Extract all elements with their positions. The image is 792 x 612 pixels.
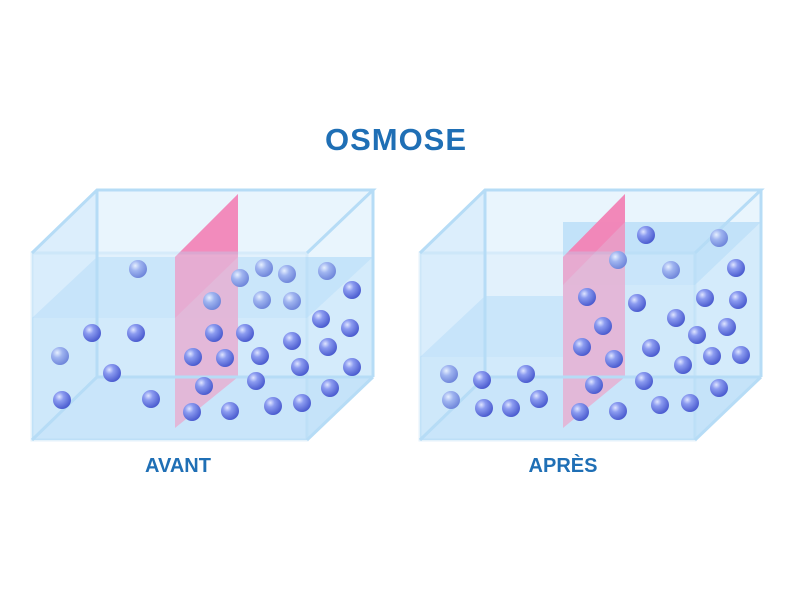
solute-molecule-icon xyxy=(573,338,591,356)
solute-molecule-icon xyxy=(473,371,491,389)
solute-molecule-icon xyxy=(674,356,692,374)
solute-molecule-icon xyxy=(440,365,458,383)
solute-molecule-icon xyxy=(502,399,520,417)
solute-molecule-icon xyxy=(129,260,147,278)
solute-molecule-icon xyxy=(609,251,627,269)
solute-molecule-icon xyxy=(517,365,535,383)
solute-molecule-icon xyxy=(571,403,589,421)
solute-molecule-icon xyxy=(283,292,301,310)
solute-molecule-icon xyxy=(264,397,282,415)
solute-molecule-icon xyxy=(651,396,669,414)
solute-molecule-icon xyxy=(642,339,660,357)
solute-molecule-icon xyxy=(319,338,337,356)
solute-molecule-icon xyxy=(585,376,603,394)
solute-molecule-icon xyxy=(291,358,309,376)
solute-molecule-icon xyxy=(251,347,269,365)
solute-molecule-icon xyxy=(696,289,714,307)
solute-molecule-icon xyxy=(578,288,596,306)
solute-molecule-icon xyxy=(278,265,296,283)
solute-molecule-icon xyxy=(247,372,265,390)
label-before: AVANT xyxy=(145,455,211,477)
solute-molecule-icon xyxy=(103,364,121,382)
solute-molecule-icon xyxy=(318,262,336,280)
solute-molecule-icon xyxy=(635,372,653,390)
solute-molecule-icon xyxy=(594,317,612,335)
solute-molecule-icon xyxy=(195,377,213,395)
solute-molecule-icon xyxy=(142,390,160,408)
solute-molecule-icon xyxy=(688,326,706,344)
solute-molecule-icon xyxy=(341,319,359,337)
solute-molecule-icon xyxy=(283,332,301,350)
solute-molecule-icon xyxy=(53,391,71,409)
solute-molecule-icon xyxy=(605,350,623,368)
solute-molecule-icon xyxy=(710,229,728,247)
solute-molecule-icon xyxy=(628,294,646,312)
solute-molecule-icon xyxy=(83,324,101,342)
label-after: APRÈS xyxy=(528,455,598,477)
solute-molecules-before xyxy=(51,259,361,421)
solute-molecule-icon xyxy=(662,261,680,279)
solute-molecules-after xyxy=(440,226,750,421)
solute-molecule-icon xyxy=(703,347,721,365)
solute-molecule-icon xyxy=(51,347,69,365)
diagram-title: OSMOSE xyxy=(324,122,468,157)
solute-molecule-icon xyxy=(253,291,271,309)
solute-molecule-icon xyxy=(732,346,750,364)
solute-molecule-icon xyxy=(203,292,221,310)
tank-after xyxy=(418,188,765,442)
solute-molecule-icon xyxy=(183,403,201,421)
solute-molecule-icon xyxy=(216,349,234,367)
solute-molecule-icon xyxy=(530,390,548,408)
solute-molecule-icon xyxy=(127,324,145,342)
solute-molecule-icon xyxy=(343,358,361,376)
solute-molecule-icon xyxy=(255,259,273,277)
solute-molecule-icon xyxy=(681,394,699,412)
solute-molecule-icon xyxy=(221,402,239,420)
solute-molecule-icon xyxy=(321,379,339,397)
solute-molecule-icon xyxy=(184,348,202,366)
solute-molecule-icon xyxy=(312,310,330,328)
tank-before xyxy=(30,188,377,442)
solute-molecule-icon xyxy=(729,291,747,309)
solute-molecule-icon xyxy=(667,309,685,327)
solute-molecule-icon xyxy=(343,281,361,299)
solute-molecule-icon xyxy=(609,402,627,420)
solute-molecule-icon xyxy=(475,399,493,417)
solute-molecule-icon xyxy=(236,324,254,342)
solute-molecule-icon xyxy=(205,324,223,342)
solute-molecule-icon xyxy=(727,259,745,277)
solute-molecule-icon xyxy=(718,318,736,336)
solute-molecule-icon xyxy=(231,269,249,287)
solute-molecule-icon xyxy=(442,391,460,409)
water-left-after xyxy=(420,296,563,357)
solute-molecule-icon xyxy=(637,226,655,244)
solute-molecule-icon xyxy=(710,379,728,397)
solute-molecule-icon xyxy=(293,394,311,412)
